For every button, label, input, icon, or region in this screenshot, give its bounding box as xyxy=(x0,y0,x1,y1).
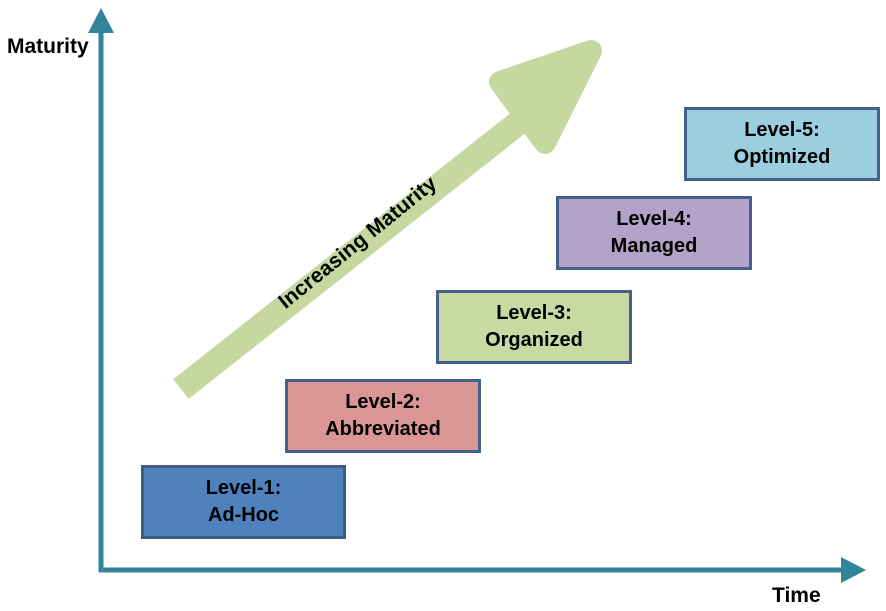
y-axis-label: Maturity xyxy=(7,35,89,58)
level-5-name: Optimized xyxy=(733,146,831,168)
y-axis-arrowhead-icon xyxy=(88,8,114,33)
level-2-box: Level-2: Abbreviated xyxy=(285,379,481,453)
level-4-name: Managed xyxy=(610,235,698,257)
level-1-box: Level-1: Ad-Hoc xyxy=(141,465,346,539)
level-4-box: Level-4: Managed xyxy=(556,196,752,270)
level-3-title: Level-3: xyxy=(496,302,572,324)
level-2-title: Level-2: xyxy=(345,391,421,413)
x-axis xyxy=(99,557,866,583)
level-4-title: Level-4: xyxy=(616,208,692,230)
x-axis-arrowhead-icon xyxy=(841,557,866,583)
level-1-title: Level-1: xyxy=(205,477,282,499)
level-5-title: Level-5: xyxy=(744,119,820,141)
y-axis xyxy=(88,8,114,572)
level-3-name: Organized xyxy=(485,329,583,351)
level-1-name: Ad-Hoc xyxy=(207,504,280,526)
level-2-name: Abbreviated xyxy=(325,418,441,440)
increasing-maturity-arrow xyxy=(173,40,602,399)
arrow-head xyxy=(489,40,602,154)
arrow-shaft xyxy=(173,91,554,399)
x-axis-label: Time xyxy=(772,584,821,607)
level-5-box: Level-5: Optimized xyxy=(684,107,880,181)
level-3-box: Level-3: Organized xyxy=(436,290,632,364)
